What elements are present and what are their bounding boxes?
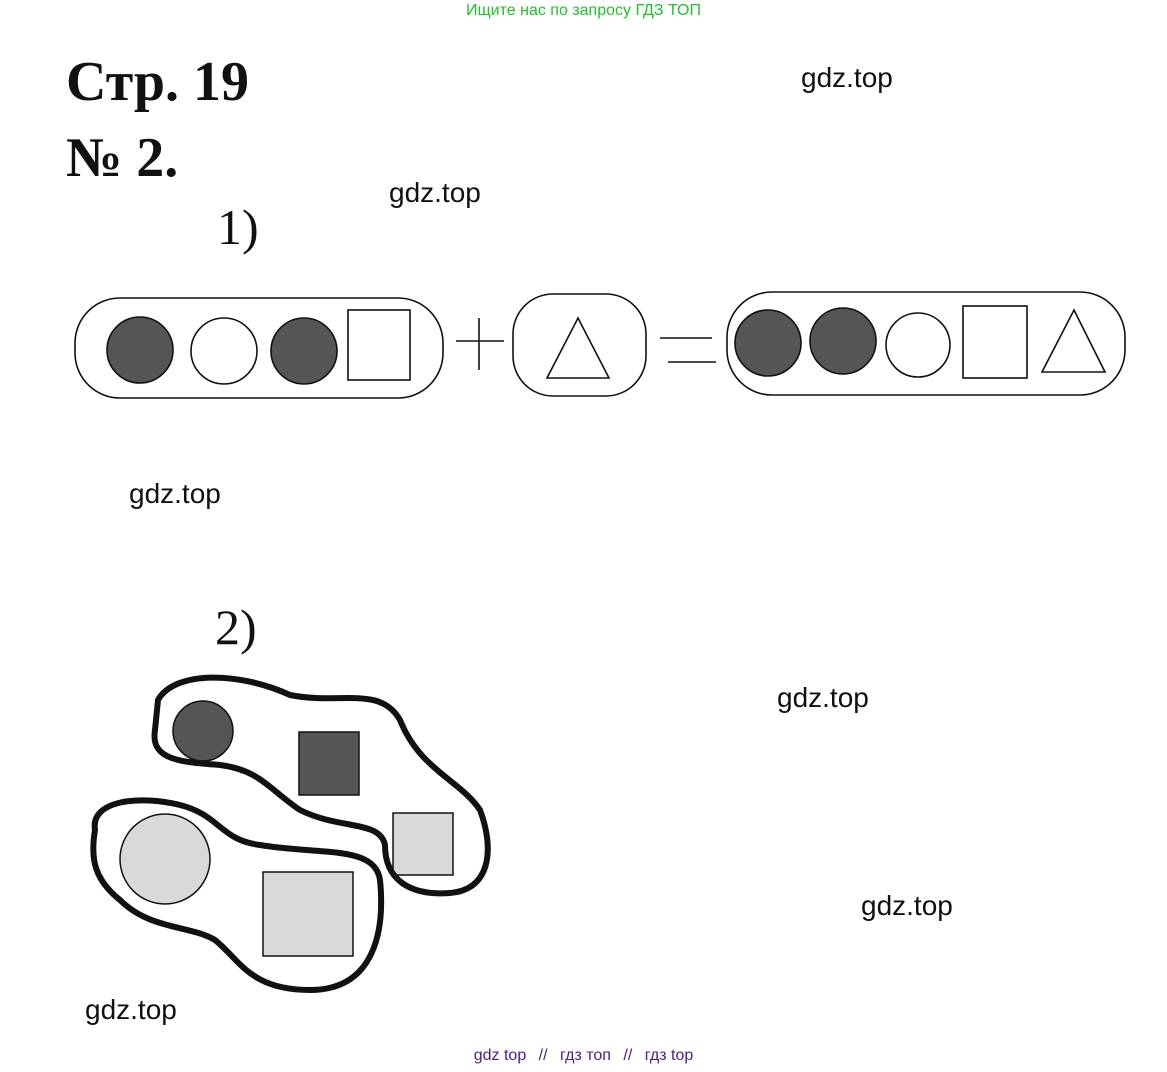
search-banner: Ищите нас по запросу ГДЗ ТОП <box>466 2 701 19</box>
separator: // <box>538 1047 548 1064</box>
equals-sign <box>660 337 716 363</box>
triangle <box>1040 308 1107 373</box>
watermark: gdz.top <box>801 62 893 93</box>
group-right <box>726 291 1126 396</box>
sets-part-2 <box>90 674 491 994</box>
footer-link[interactable]: гдз топ <box>560 1047 611 1064</box>
light-circle <box>119 813 211 905</box>
white-square <box>347 309 411 381</box>
task-number: № 2. <box>66 127 179 189</box>
dark-circle <box>734 309 802 377</box>
light-square <box>262 871 354 957</box>
dark-circle <box>172 700 234 762</box>
watermark: gdz.top <box>777 682 869 713</box>
watermark: gdz.top <box>129 478 221 509</box>
separator: // <box>623 1047 633 1064</box>
footer-link[interactable]: gdz top <box>473 1047 527 1064</box>
upper-set-outline <box>151 674 491 897</box>
lower-set-outline <box>90 797 385 994</box>
dark-square <box>298 731 360 796</box>
white-circle <box>885 312 951 378</box>
footer-links: gdz top // гдз топ // гдз top <box>0 1047 1167 1065</box>
watermark: gdz.top <box>861 890 953 921</box>
footer-link[interactable]: гдз top <box>644 1047 694 1064</box>
group-middle <box>512 293 647 397</box>
triangle <box>545 316 611 379</box>
watermark: gdz.top <box>389 177 481 208</box>
white-square <box>962 305 1028 379</box>
watermark: gdz.top <box>85 994 177 1025</box>
equation-part-1 <box>74 291 1126 399</box>
dark-circle <box>106 316 174 384</box>
group-left <box>74 297 444 399</box>
part-1-label: 1) <box>217 199 259 255</box>
page-title: Стр. 19 <box>66 51 250 113</box>
dark-circle <box>270 317 338 385</box>
dark-circle <box>809 307 877 375</box>
part-2-label: 2) <box>215 599 257 655</box>
light-square <box>392 812 454 876</box>
plus-sign <box>456 318 504 370</box>
white-circle <box>190 317 258 385</box>
